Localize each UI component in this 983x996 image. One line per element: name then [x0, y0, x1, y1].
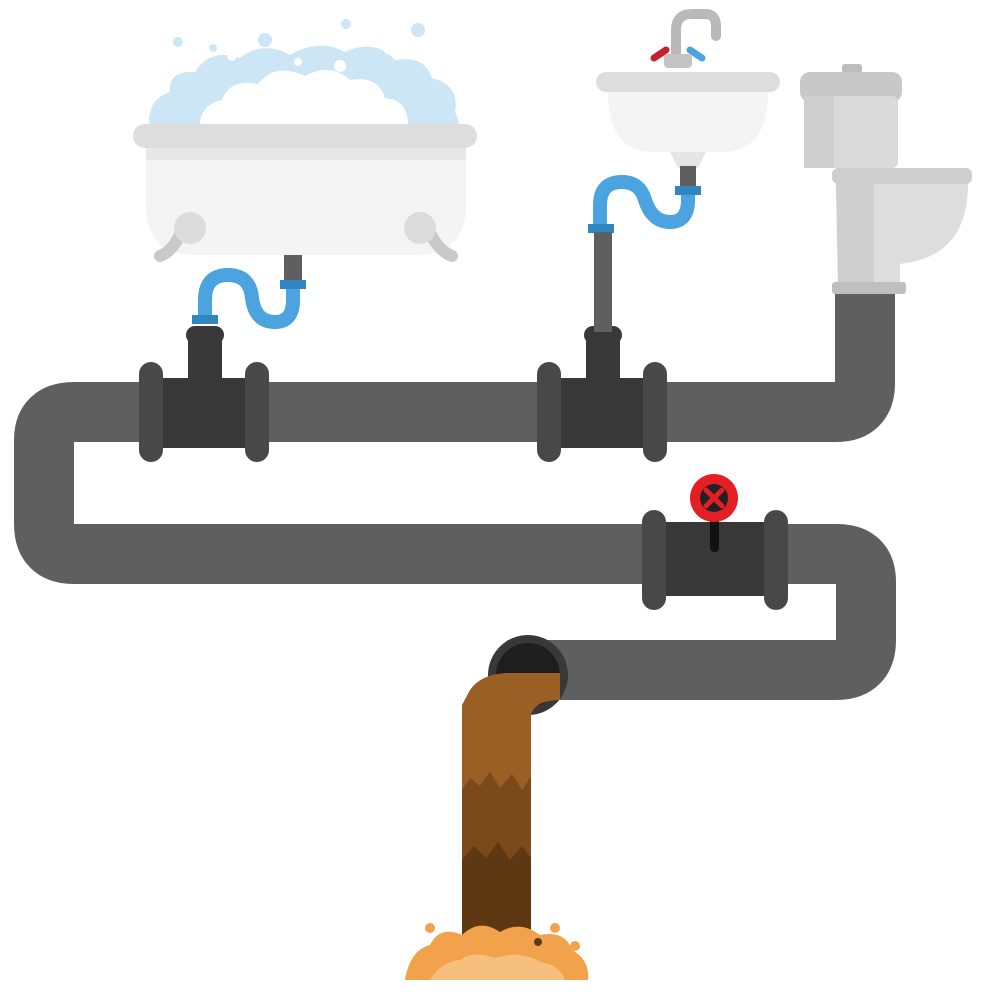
sewage-splash — [405, 923, 589, 980]
bathtub — [133, 19, 477, 330]
sink — [588, 9, 780, 332]
close-valve-icon[interactable] — [690, 474, 738, 522]
bathtub-tee-fitting — [139, 326, 269, 462]
drain-pipe-network — [14, 292, 896, 715]
faucet — [650, 9, 721, 68]
valve-fitting — [642, 510, 788, 610]
bathtub-feet — [154, 212, 458, 262]
main-drain-pipe — [14, 292, 896, 700]
sewage-outflow — [405, 673, 589, 980]
bath-foam — [149, 19, 459, 133]
toilet — [800, 64, 972, 294]
sink-tee-fitting — [537, 326, 667, 462]
